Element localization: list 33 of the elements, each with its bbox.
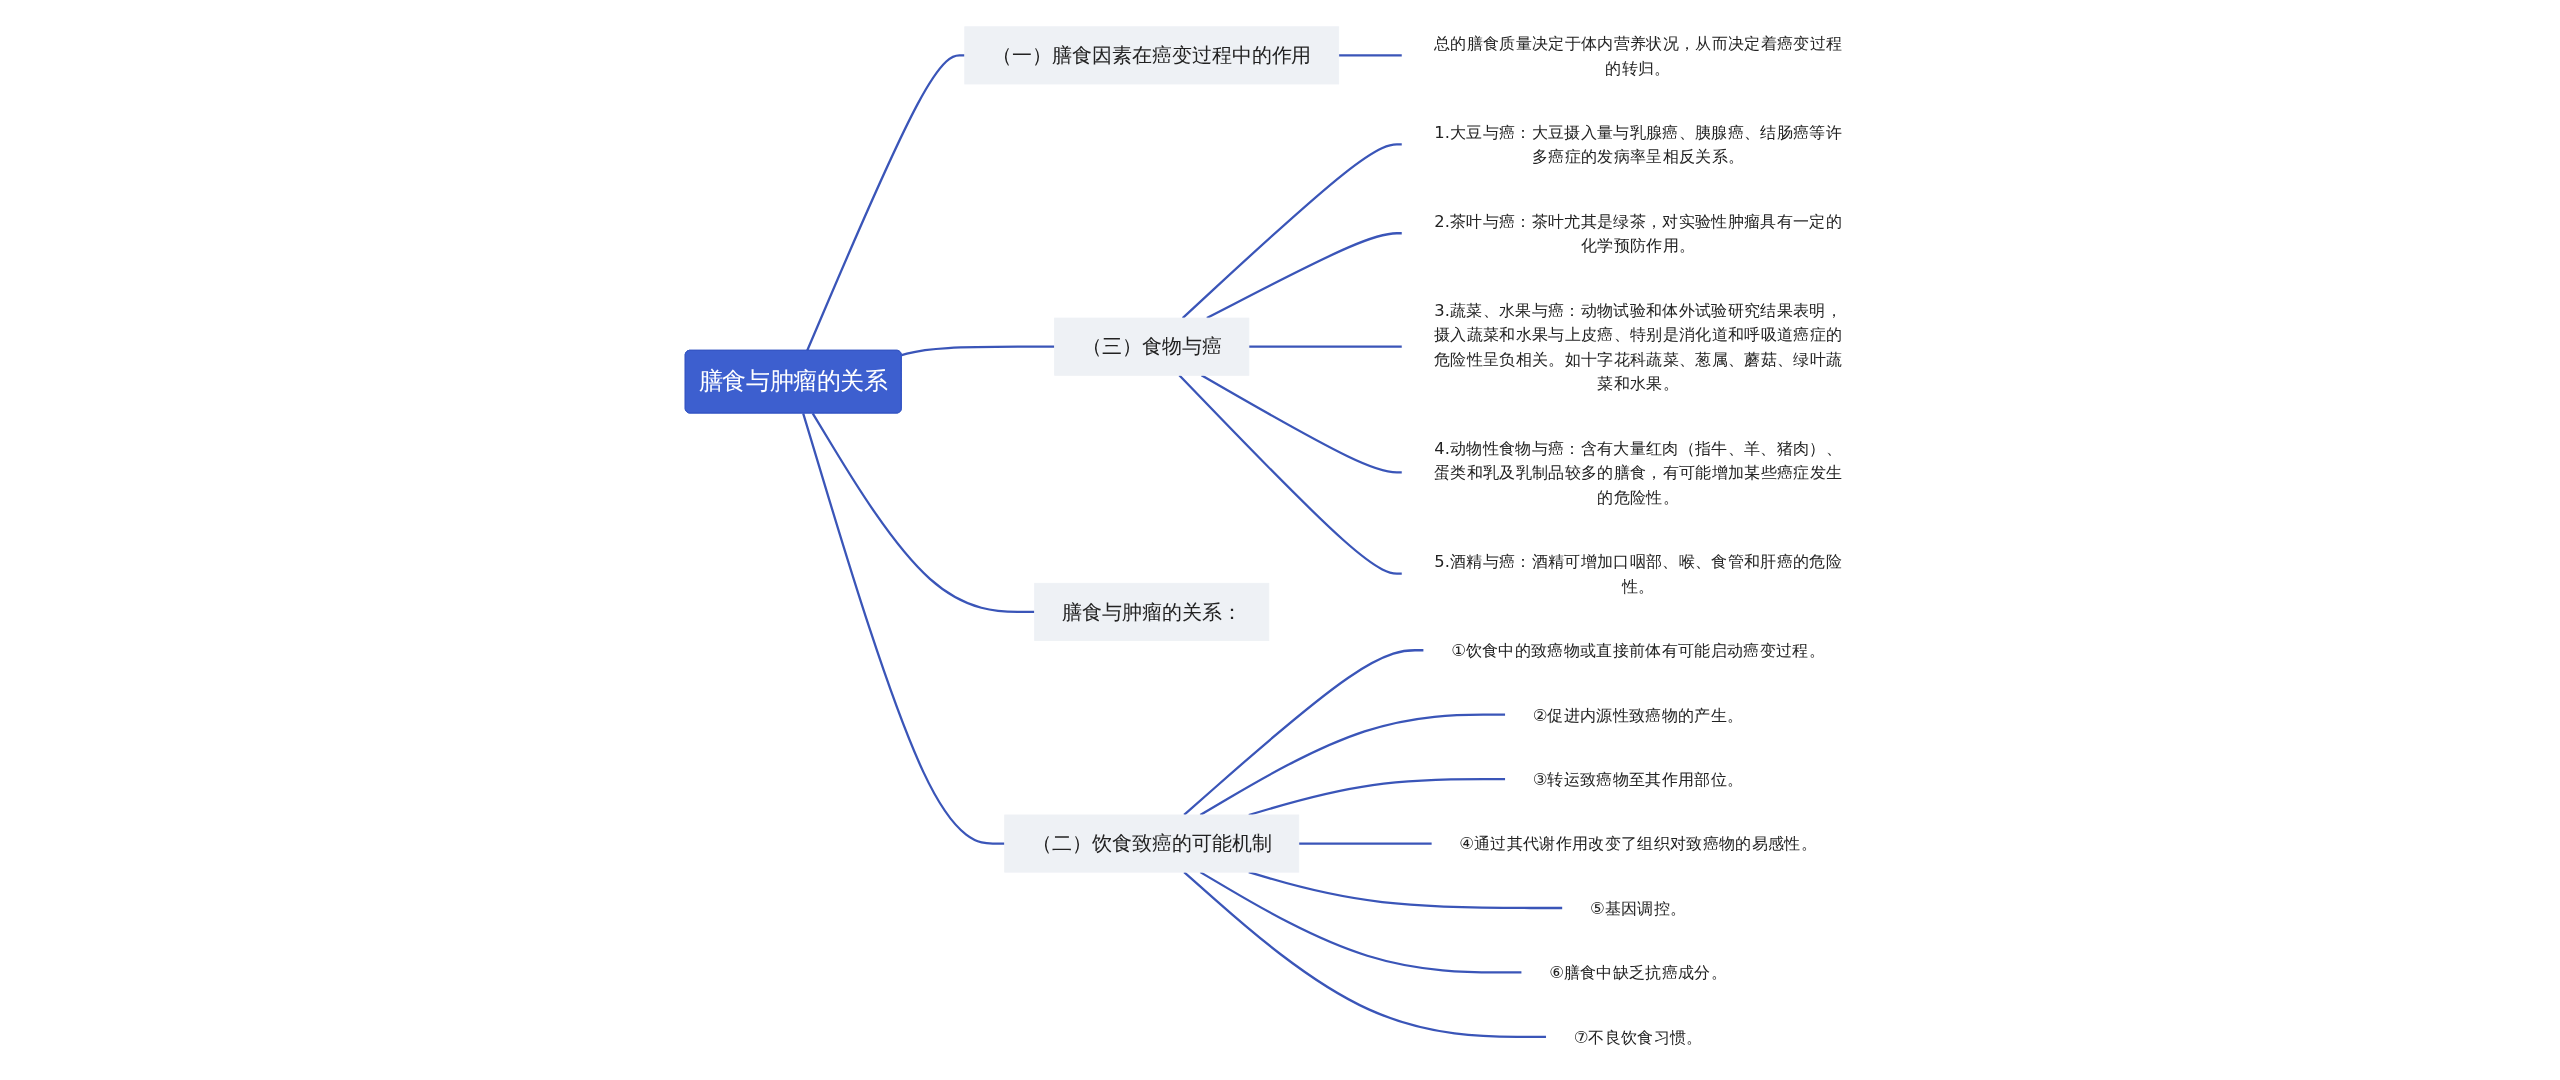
connector bbox=[1182, 143, 1403, 319]
connector bbox=[1183, 871, 1547, 1038]
connector bbox=[1248, 871, 1564, 910]
connector bbox=[1200, 871, 1523, 974]
node-text: 5.酒精与癌：酒精可增加口咽部、喉、食管和肝癌的危险性。 bbox=[1434, 551, 1843, 596]
connector bbox=[1249, 345, 1403, 348]
connector bbox=[1178, 374, 1403, 575]
connector bbox=[901, 345, 1055, 357]
node-text: 4.动物性食物与癌：含有大量红肉（指牛、羊、猪肉）、蛋类和乳及乳制品较多的膳食，有可能增加某些癌症发生的危险性。 bbox=[1434, 438, 1843, 507]
node-text: ④通过其代谢作用改变了组织对致癌物的易感性。 bbox=[1459, 834, 1818, 854]
connector bbox=[1206, 232, 1403, 320]
connector bbox=[806, 54, 966, 352]
connector bbox=[1200, 713, 1506, 816]
connector bbox=[802, 413, 1005, 845]
node-text: ③转运致癌物至其作用部位。 bbox=[1533, 769, 1744, 789]
connector bbox=[812, 412, 1035, 614]
connector bbox=[1299, 842, 1433, 845]
node-text: 2.茶叶与癌：茶叶尤其是绿茶，对实验性肿瘤具有一定的化学预防作用。 bbox=[1434, 211, 1843, 256]
node-text: 总的膳食质量决定于体内营养状况，从而决定着癌变过程的转归。 bbox=[1434, 33, 1843, 78]
node-box: 膳食与肿瘤的关系： bbox=[1034, 582, 1270, 641]
connector bbox=[1339, 54, 1403, 57]
node-text: 1.大豆与癌：大豆摄入量与乳腺癌、胰腺癌、结肠癌等许多癌症的发病率呈相反关系。 bbox=[1434, 122, 1843, 167]
connector bbox=[1201, 374, 1403, 474]
node-text: 3.蔬菜、水果与癌：动物试验和体外试验研究结果表明，摄入蔬菜和水果与上皮癌、特别是消化道和呼吸道癌症的危险性呈负相关。如十字花科蔬菜、葱属、蘑菇、绿叶蔬菜和水果。 bbox=[1434, 300, 1843, 393]
node-text: ⑥膳食中缺乏抗癌成分。 bbox=[1549, 962, 1728, 982]
node-text: ①饮食中的致癌物或直接前体有可能启动癌变过程。 bbox=[1451, 640, 1826, 660]
connector bbox=[1183, 649, 1425, 816]
node-box: （一）膳食因素在癌变过程中的作用 bbox=[964, 26, 1340, 85]
node-box: （二）饮食致癌的可能机制 bbox=[1004, 814, 1300, 873]
node-text: ②促进内源性致癌物的产生。 bbox=[1533, 705, 1744, 725]
node-text: ⑦不良饮食习惯。 bbox=[1573, 1027, 1703, 1047]
node-box: （三）食物与癌 bbox=[1054, 317, 1250, 376]
node-text: ⑤基因调控。 bbox=[1590, 898, 1687, 918]
